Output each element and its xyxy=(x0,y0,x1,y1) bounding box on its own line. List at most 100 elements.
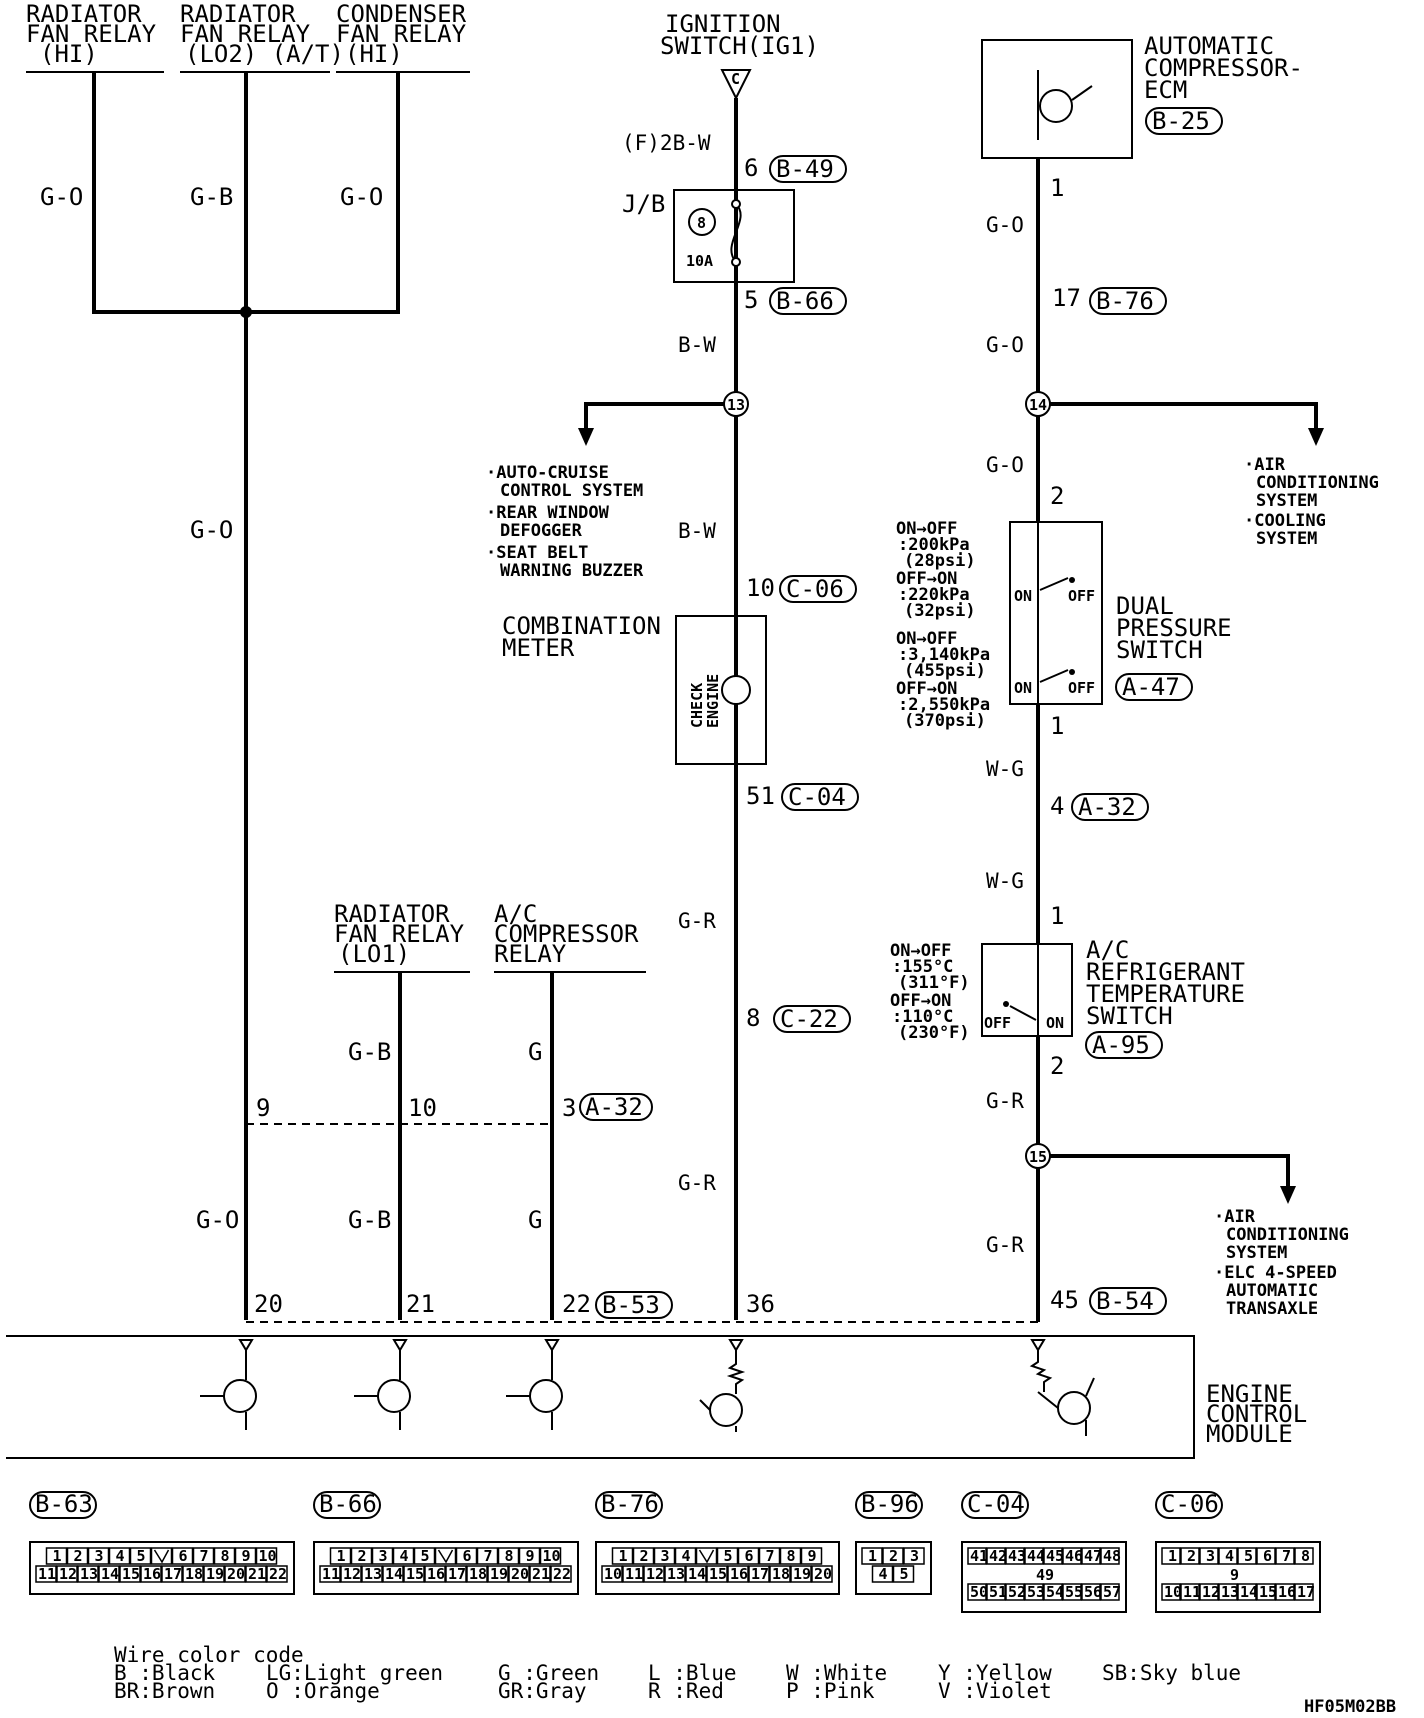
pin-r2: 2 xyxy=(1050,1052,1064,1080)
ecm-name-l3: MODULE xyxy=(1206,1420,1293,1448)
pin-d2: 2 xyxy=(1050,482,1064,510)
svg-text:GR:Gray: GR:Gray xyxy=(498,1679,587,1703)
ignition-l2: SWITCH(IG1) xyxy=(660,32,819,60)
conn-pin-number: 16 xyxy=(1278,1583,1296,1601)
conn-pin-cell-c06 xyxy=(1275,1547,1295,1565)
conn-pin-number: 14 xyxy=(385,1565,403,1583)
conn-pin-number: 7 xyxy=(766,1547,775,1565)
conn-pin-cell-b76 xyxy=(769,1565,791,1583)
conn-pin-cell-c06 xyxy=(1180,1583,1200,1601)
conn-pin-cell-b76 xyxy=(685,1565,707,1583)
pin-a4: 4 xyxy=(1050,792,1064,820)
fuse-no: 8 xyxy=(697,214,706,232)
conn-view-label-pill-b76 xyxy=(595,1491,663,1519)
conn-pin-cell-c04 xyxy=(1081,1583,1101,1601)
conn-pin-cell-b76 xyxy=(611,1547,634,1565)
conn-view-label-c04: C-04 xyxy=(967,1490,1025,1518)
conn-pin-cell-b66 xyxy=(361,1565,383,1583)
conn-pin-number: 47 xyxy=(1084,1547,1102,1565)
ecm-l1: AUTOMATIC xyxy=(1144,32,1274,60)
pin-3: 3 xyxy=(562,1094,576,1122)
conn-pin-number: 17 xyxy=(164,1565,182,1583)
pin-e17: 17 xyxy=(1052,284,1081,312)
svg-text:SYSTEM: SYSTEM xyxy=(1226,1243,1287,1263)
conn-pin-cell-b76 xyxy=(779,1547,802,1565)
svg-text:OFF→ON: OFF→ON xyxy=(890,991,951,1011)
conn-view-label-pill-c04 xyxy=(961,1491,1029,1519)
conn-pin-number: 11 xyxy=(322,1565,340,1583)
conn-pin-cell-c04 xyxy=(986,1547,1006,1565)
ecm-box xyxy=(6,1335,1195,1459)
conn-pin-number: 9 xyxy=(808,1547,817,1565)
wire-rgo-3: G-O xyxy=(986,453,1024,477)
conn-a47: A-47 xyxy=(1122,673,1180,701)
conn-pin-number: 21 xyxy=(248,1565,266,1583)
svg-text:CONTROL SYSTEM: CONTROL SYSTEM xyxy=(500,481,643,501)
legend-title: Wire color code xyxy=(114,1643,304,1667)
ac-comp-l3: RELAY xyxy=(494,940,567,968)
rad-hi-l2: FAN RELAY xyxy=(26,20,157,48)
conn-pin-cell-b96 xyxy=(871,1565,894,1583)
conn-pin-cell-b66 xyxy=(319,1565,341,1583)
conn-pin-cell-b76 xyxy=(674,1547,697,1565)
rts-specs: ON→OFF :155°C (311°F) OFF→ON :110°C (230… xyxy=(890,941,970,1043)
conn-pin-number: 11 xyxy=(38,1565,56,1583)
conn-pin-cell-b63 xyxy=(129,1547,152,1565)
conn-pin-number: 19 xyxy=(206,1565,224,1583)
conn-pin-number: 12 xyxy=(1202,1583,1220,1601)
conn-pin-number: 4 xyxy=(682,1547,691,1565)
conn-pin-cell-b76 xyxy=(632,1547,655,1565)
conn-c04: C-04 xyxy=(788,783,846,811)
conn-a95: A-95 xyxy=(1092,1031,1150,1059)
rts-name-l3: TEMPERATURE xyxy=(1086,980,1245,1008)
conn-pin-cell-c04 xyxy=(1024,1547,1044,1565)
rad-lo1-l3: (LO1) xyxy=(338,940,410,968)
conn-pin-cell-c04 xyxy=(1062,1583,1082,1601)
ecm-l2: COMPRESSOR- xyxy=(1144,54,1303,82)
cond-hi-l1: CONDENSER xyxy=(336,0,467,28)
conn-pin-cell-b66 xyxy=(497,1547,520,1565)
conn-pin-cell-b63 xyxy=(77,1565,99,1583)
conn-pin-cell-b66 xyxy=(529,1565,551,1583)
conn-pin-number: 12 xyxy=(646,1565,664,1583)
conn-pin-cell-b63 xyxy=(45,1547,68,1565)
conn-view-label-pill-c06 xyxy=(1155,1491,1223,1519)
ignition-l1: IGNITION xyxy=(665,10,781,38)
conn-pin-number: 1 xyxy=(1168,1547,1177,1565)
svg-text:BR:Brown: BR:Brown xyxy=(114,1679,215,1703)
rts-name-l2: REFRIGERANT xyxy=(1086,958,1245,986)
conn-pin-number: 10 xyxy=(604,1565,622,1583)
conn-pin-cell-b63 xyxy=(119,1565,141,1583)
conn-pin-cell-b63 xyxy=(108,1547,131,1565)
svg-text:R :Red: R :Red xyxy=(648,1679,724,1703)
conn-pin-number: 17 xyxy=(751,1565,769,1583)
conn-pin-number: 15 xyxy=(122,1565,140,1583)
conn-pin-number: 17 xyxy=(448,1565,466,1583)
conn-pin-number: 1 xyxy=(337,1547,346,1565)
conn-pin-cell-b76 xyxy=(622,1565,644,1583)
rts-name-l1: A/C xyxy=(1086,936,1129,964)
conn-pin-cell-c06 xyxy=(1294,1547,1314,1565)
conn-view-label-c06: C-06 xyxy=(1161,1490,1219,1518)
svg-text:·SEAT BELT: ·SEAT BELT xyxy=(486,543,588,563)
conn-pin-cell-b76 xyxy=(800,1547,823,1565)
svg-text::110°C: :110°C xyxy=(892,1007,953,1027)
conn-b25: B-25 xyxy=(1152,107,1210,135)
conn-pin-number: 18 xyxy=(469,1565,487,1583)
conn-pin-number: 7 xyxy=(200,1547,209,1565)
svg-text:·COOLING: ·COOLING xyxy=(1244,511,1326,531)
svg-text:SYSTEM: SYSTEM xyxy=(1256,491,1317,511)
conn-pin-number: 3 xyxy=(910,1547,919,1565)
conn-pin-cell-b76 xyxy=(748,1565,770,1583)
conn-view-mid-c06: 9 xyxy=(1230,1566,1239,1584)
conn-pin-cell-b63 xyxy=(87,1547,110,1565)
dps-off-1: OFF xyxy=(1068,587,1095,605)
conn-pin-cell-b76 xyxy=(811,1565,833,1583)
rad-hi-l1: RADIATOR xyxy=(26,0,142,28)
conn-pin-cell-c06 xyxy=(1161,1547,1181,1565)
conn-pin-number: 4 xyxy=(116,1547,125,1565)
svg-text::200kPa: :200kPa xyxy=(898,535,970,555)
conn-pin-number: 4 xyxy=(1225,1547,1234,1565)
svg-text:SYSTEM: SYSTEM xyxy=(1256,529,1317,549)
